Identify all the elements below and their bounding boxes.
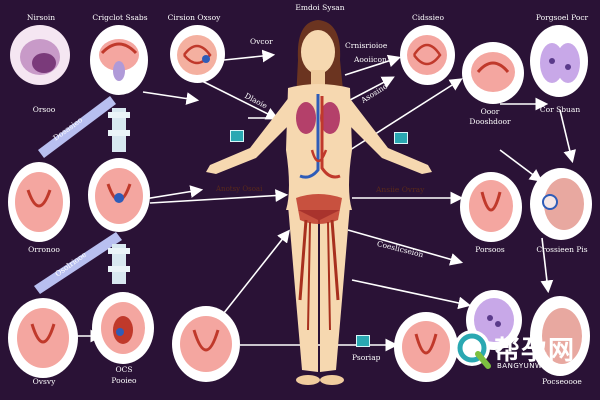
- node-right-1: [462, 42, 524, 104]
- label-top-left-1: Nirsoin: [26, 13, 56, 22]
- label-mid-arrow-1: Ovcor: [250, 37, 273, 46]
- label-right-1: Ooor: [480, 107, 500, 116]
- label-bottom-tag: Psoriap: [352, 353, 381, 362]
- label-body-right: Ansiie Ovray: [376, 185, 425, 194]
- label-right-4: Crossieen Pis: [536, 245, 588, 254]
- label-side-arrow-sub: Aooiicon: [354, 55, 387, 64]
- node-bottom-left: [8, 298, 78, 378]
- node-bottom-center-1: [92, 292, 154, 364]
- tag-marker: [356, 335, 370, 347]
- label-left-2: Orronoo: [28, 245, 60, 254]
- watermark-logo: [454, 330, 491, 369]
- node-bottom-center-2: [172, 306, 240, 382]
- watermark-subtext: BANGYUNWANG: [497, 362, 560, 370]
- label-top-right-2: Porgsoel Pocr: [535, 13, 589, 22]
- node-top-right-1: [400, 25, 455, 85]
- label-bottom-center-2: Pooieo: [111, 376, 137, 385]
- label-bottom-left: Ovsvy: [32, 377, 56, 386]
- label-body-left: Anotsy Osoai: [216, 185, 263, 193]
- node-right-3: [460, 172, 522, 242]
- label-left-1: Orsoo: [32, 105, 56, 114]
- label-bottom-right: Pocseoooe: [542, 377, 582, 386]
- node-top-left-1: [10, 25, 70, 85]
- label-top-right-1: Cidssieo: [412, 13, 444, 22]
- node-left-1: [8, 162, 70, 242]
- node-left-2: [88, 158, 150, 232]
- label-right-2: Cor Sbuan: [539, 105, 581, 114]
- label-right-1-sub: Dooshdoor: [469, 117, 511, 126]
- label-side-arrow: Crnisrioioe: [345, 41, 388, 50]
- label-bottom-center-1: OCS: [115, 365, 133, 374]
- node-bottom-right-3: [530, 296, 590, 376]
- node-top-left-2: [90, 25, 148, 95]
- diagram-title-text: Emdoi Sysan: [295, 3, 345, 12]
- watermark-text: 帮孕网: [494, 336, 576, 366]
- node-top-right-2: [530, 25, 588, 97]
- label-right-3: Porsoos: [475, 245, 505, 254]
- node-bottom-right-1: [394, 312, 458, 382]
- node-top-left-3: [170, 25, 225, 83]
- label-top-left-2: Crigclot Ssabs: [92, 13, 148, 22]
- label-top-left-3: Cirsion Oxsoy: [167, 13, 221, 22]
- node-right-4: [530, 168, 592, 240]
- tag-marker: [394, 132, 408, 144]
- tag-marker: [230, 130, 244, 142]
